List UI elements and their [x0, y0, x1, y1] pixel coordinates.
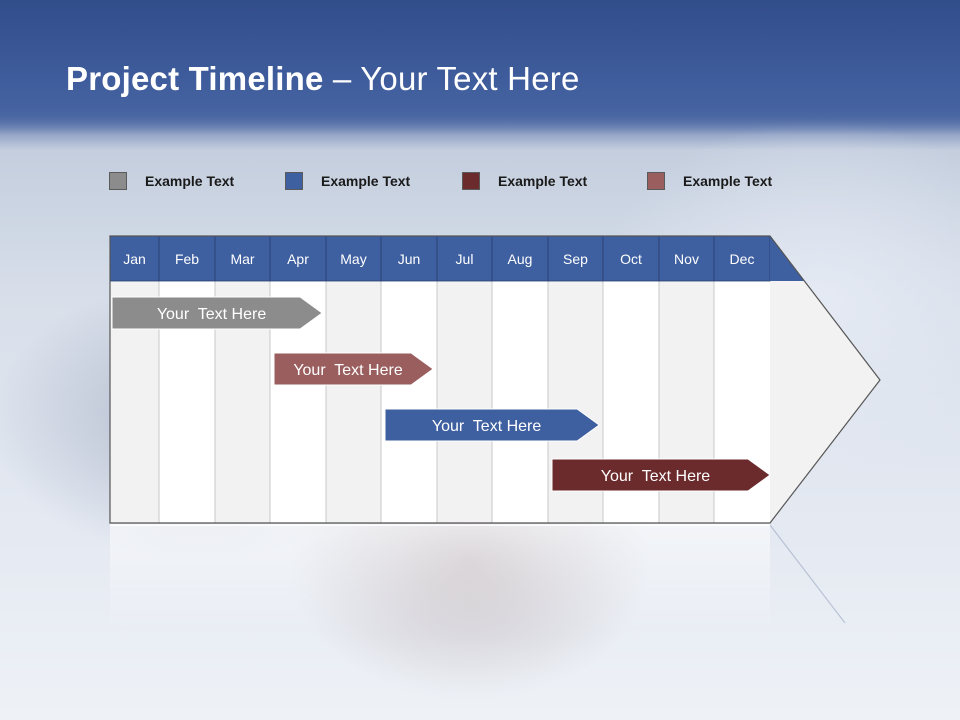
task-bar-2 [273, 352, 434, 386]
legend-item-2: Example Text [285, 170, 410, 192]
title-bold: Project Timeline [66, 60, 324, 97]
month-label-feb: Feb [175, 251, 199, 267]
month-header-row: Jan Feb Mar Apr May Jun Jul Aug Sep Oct Nov Dec [109, 235, 805, 282]
task-bar-label-3: Your Text Here [432, 418, 542, 435]
timeline-arrow-outline [109, 235, 881, 524]
arrow-head [770, 236, 880, 523]
task-bar-label-2: Your Text Here [293, 362, 403, 379]
month-column-jul [437, 281, 492, 523]
month-header-cell-feb [158, 235, 216, 282]
month-header-cell-apr [269, 235, 327, 282]
reflection-edge-right [769, 524, 846, 624]
month-label-nov: Nov [674, 251, 699, 267]
legend-swatch-2 [285, 172, 303, 190]
legend-item-4: Example Text [647, 170, 772, 192]
task-bar-label-1: Your Text Here [157, 306, 267, 323]
legend-item-3: Example Text [462, 170, 587, 192]
legend-label-3: Example Text [498, 173, 588, 189]
legend-label-2: Example Text [321, 173, 411, 189]
month-label-oct: Oct [620, 251, 642, 267]
month-header-cell-aug [491, 235, 549, 282]
month-label-jun: Jun [398, 251, 421, 267]
month-header-cell-jan [109, 235, 160, 282]
header-band [0, 0, 960, 135]
month-header-cell-oct [602, 235, 660, 282]
legend-label-1: Example Text [145, 173, 235, 189]
reflection-fill [110, 525, 770, 635]
month-label-sep: Sep [563, 251, 588, 267]
month-header-cell-may [325, 235, 382, 282]
legend-item-1: Example Text [109, 170, 234, 192]
task-bar-3 [384, 408, 601, 442]
month-column-jun [381, 281, 437, 523]
legend-swatch-1 [109, 172, 127, 190]
month-column-aug [492, 281, 548, 523]
month-label-may: May [340, 251, 366, 267]
task-bar-label-4: Your Text Here [601, 468, 711, 485]
title-rest: – Your Text Here [323, 60, 580, 97]
month-label-jan: Jan [123, 251, 146, 267]
month-label-apr: Apr [287, 251, 309, 267]
task-bar-4 [551, 458, 771, 492]
legend-swatch-3 [462, 172, 480, 190]
legend-swatch-4 [647, 172, 665, 190]
month-label-aug: Aug [508, 251, 533, 267]
month-header-cell-mar [214, 235, 271, 282]
task-bar-1 [111, 296, 323, 330]
timeline-reflection [109, 524, 846, 635]
month-header-cell-jul [436, 235, 493, 282]
slide-title: Project Timeline – Your Text Here [66, 60, 580, 98]
month-label-mar: Mar [230, 251, 254, 267]
month-header-cell-nov [658, 235, 715, 282]
month-column-may [326, 281, 381, 523]
month-label-dec: Dec [730, 251, 755, 267]
legend-label-4: Example Text [683, 173, 773, 189]
month-header-cell-sep [547, 235, 604, 282]
month-label-jul: Jul [456, 251, 474, 267]
